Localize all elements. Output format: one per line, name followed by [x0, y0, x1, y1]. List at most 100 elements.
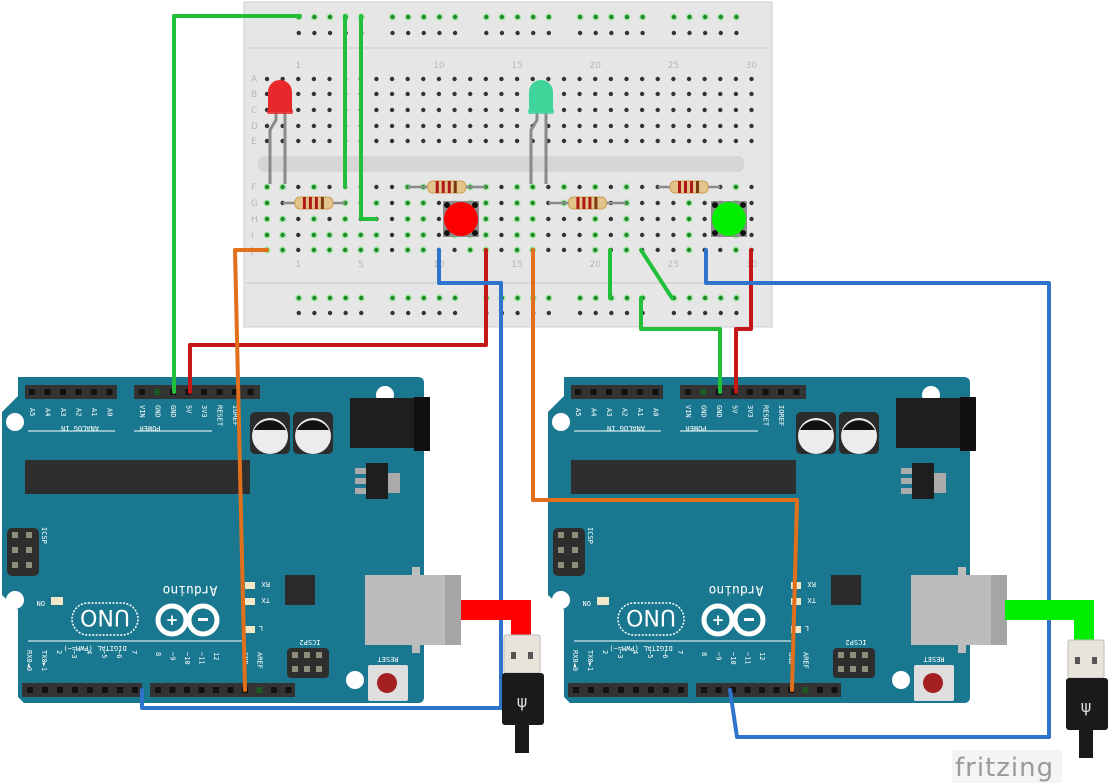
breadboard-hole [483, 200, 489, 206]
resistor-band [594, 197, 598, 209]
breadboard-hole [327, 91, 332, 97]
arduino-logo-left [155, 603, 189, 637]
breadboard-hole [374, 232, 379, 238]
breadboard-hole [421, 91, 426, 97]
rail-hole [671, 14, 677, 20]
breadboard-hole [749, 107, 754, 113]
digital-label: DIGITAL (PWM=~) [609, 644, 672, 652]
digital-pin-label: 2 [55, 650, 63, 654]
icsp-pin [558, 532, 564, 538]
wire-orange-cross [531, 248, 799, 692]
header-pin [29, 389, 35, 395]
board-outline [2, 377, 424, 703]
breadboard-hole [749, 232, 754, 238]
regulator-pin [901, 478, 913, 484]
breadboard-hole [358, 247, 363, 253]
digital-pin-label: ~6 [661, 650, 669, 658]
breadboard-hole [514, 138, 520, 144]
on-label: ON [583, 599, 591, 607]
icsp-pin [12, 547, 18, 553]
rail-hole [452, 295, 458, 301]
resistor-band [314, 197, 318, 209]
header-pin [213, 687, 219, 693]
button-corner [472, 202, 478, 208]
capacitor-top [254, 420, 286, 430]
breadboard-hole [374, 123, 379, 129]
analog-pin-label: A0 [652, 408, 660, 416]
breadboard-hole [264, 123, 270, 129]
usb-a-housing [502, 673, 544, 725]
header-pin [606, 389, 612, 395]
breadboard-hole [436, 76, 442, 82]
usb-a-plug [503, 634, 541, 674]
breadboard-hole [374, 138, 379, 144]
header-pin [730, 687, 736, 693]
breadboard-hole [311, 76, 317, 82]
breadboard-hole [577, 91, 582, 97]
icsp2-pin [838, 666, 844, 672]
breadboard-hole [389, 138, 395, 144]
breadboard-hole [624, 216, 629, 222]
breadboard-hole [452, 107, 457, 113]
header-pin [57, 687, 63, 693]
rail-hole [390, 30, 395, 36]
usb-icon: ψ [1081, 697, 1092, 716]
power-pin-label: VIN [138, 405, 146, 418]
rail-hole [531, 30, 536, 36]
digital-pin-label: AREF [802, 652, 810, 669]
icsp-pin [572, 562, 578, 568]
breadboard-hole [702, 232, 707, 238]
header-pin [701, 687, 707, 693]
digital-pin-label: ~6 [115, 650, 123, 658]
reset-label: RESET [377, 655, 399, 663]
breadboard-hole [686, 76, 692, 82]
resistor-band [576, 197, 580, 209]
column-label-top: 30 [746, 61, 758, 71]
wire-green-rail-2 [359, 14, 378, 221]
rail-hole [671, 310, 677, 316]
breadboard-hole [593, 76, 598, 82]
row-label: A [251, 75, 258, 85]
resistor-band [684, 181, 688, 193]
header-pin [793, 389, 800, 395]
breadboard-hole [421, 107, 426, 113]
icsp-pin [558, 562, 564, 568]
breadboard-hole [467, 76, 473, 82]
rail-hole [718, 310, 723, 316]
breadboard-hole [593, 216, 598, 222]
breadboard-hole [733, 76, 739, 82]
breadboard-hole [593, 123, 598, 129]
breadboard-hole [686, 247, 692, 253]
rail-hole [312, 30, 317, 36]
power-jack [350, 398, 420, 448]
breadboard-hole [311, 107, 317, 113]
red-led [267, 80, 293, 184]
icsp2-pin [292, 652, 298, 658]
usb-b-tab [958, 567, 966, 575]
power-label: POWER [139, 424, 161, 432]
rail-hole [624, 30, 630, 36]
breadboard-hole [436, 232, 442, 238]
analog-in-label: ANALOG IN [61, 424, 99, 432]
rail-hole [437, 30, 442, 36]
breadboard-hole [514, 200, 520, 206]
breadboard-hole [296, 232, 301, 238]
analog-pin-label: A4 [590, 408, 598, 416]
icsp-pin [572, 547, 578, 553]
button-corner [444, 202, 450, 208]
breadboard-hole [608, 91, 614, 97]
resistor-body [669, 180, 709, 194]
regulator-pin [355, 488, 367, 494]
rail-hole [609, 310, 614, 316]
icsp-pin [12, 562, 18, 568]
digital-pin-label: 8 [154, 652, 162, 656]
wire-orange-left [233, 248, 269, 692]
icsp-header [553, 528, 585, 576]
breadboard-hole [499, 216, 504, 222]
rail-hole [687, 310, 692, 316]
regulator-pin [901, 468, 913, 474]
breadboard-hole [311, 247, 317, 253]
column-label-top: 10 [433, 61, 445, 71]
breadboard-hole [327, 138, 332, 144]
